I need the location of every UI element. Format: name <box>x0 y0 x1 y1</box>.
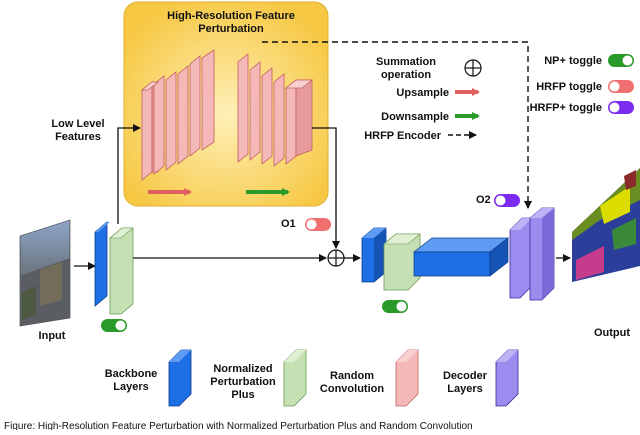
legend-npp-line3: Plus <box>231 389 254 401</box>
legend-npp-line1: Normalized <box>213 363 272 375</box>
legend-random-swatch <box>395 349 419 407</box>
np-plus-toggle-1[interactable] <box>101 319 127 332</box>
npp-block-2 <box>383 233 421 291</box>
hrfp-title-line2: Perturbation <box>198 23 264 35</box>
toggle-legend: NP+ toggle HRFP toggle HRFP+ toggle <box>530 54 634 114</box>
low-level-label-line1: Low Level <box>51 118 104 130</box>
legend-random-line1: Random <box>330 370 374 382</box>
legend-hrfp-label: HRFP toggle <box>536 81 602 93</box>
legend-downsample-label: Downsample <box>381 111 449 123</box>
legend-decoder-line2: Layers <box>447 383 482 395</box>
arrow-to-hrfp <box>117 124 141 224</box>
o1-label: O1 <box>281 218 296 230</box>
legend-npp-line2: Perturbation <box>210 376 276 388</box>
output-label: Output <box>594 327 630 339</box>
hrfp-encoder-dashed-path <box>262 41 532 209</box>
legend-summation-icon <box>464 59 482 77</box>
o2-label: O2 <box>476 194 491 206</box>
input-image <box>19 219 71 327</box>
backbone-block-2 <box>361 227 387 283</box>
legend-backbone-line1: Backbone <box>105 368 158 380</box>
legend-hrfp-plus-toggle[interactable] <box>608 101 634 114</box>
output-segmentation <box>572 168 640 282</box>
legend-random-line2: Convolution <box>320 383 384 395</box>
legend-summation-line1: Summation <box>376 56 436 68</box>
arrow-hrfp-to-sum <box>312 127 340 249</box>
random-conv-stack-right <box>237 53 314 167</box>
block-legend: Backbone Layers Normalized Perturbation … <box>105 349 519 407</box>
decoder-block <box>509 207 555 301</box>
legend-summation-line2: operation <box>381 69 431 81</box>
legend-np-plus-label: NP+ toggle <box>544 55 602 67</box>
legend-decoder-line1: Decoder <box>443 370 488 382</box>
legend-backbone-line2: Layers <box>113 381 148 393</box>
figure-caption: Figure: High-Resolution Feature Perturba… <box>4 421 473 430</box>
random-conv-stack-left <box>140 49 215 181</box>
legend-npp-swatch <box>283 349 307 407</box>
low-level-label-line2: Features <box>55 131 101 143</box>
legend-hrfp-toggle[interactable] <box>608 80 634 93</box>
legend-np-plus-toggle[interactable] <box>608 54 634 67</box>
legend-upsample-label: Upsample <box>396 87 449 99</box>
summation-node <box>327 249 345 267</box>
input-label: Input <box>39 330 66 342</box>
backbone-bar-long <box>412 237 510 277</box>
hrfp-plus-toggle-o2[interactable] <box>494 194 520 207</box>
ops-legend: Summation operation Upsample Downsample … <box>364 56 482 142</box>
legend-decoder-swatch <box>495 349 519 407</box>
hrfp-box: High-Resolution Feature Perturbation <box>123 1 329 207</box>
hrfp-toggle-o1[interactable] <box>305 218 331 231</box>
np-plus-toggle-2[interactable] <box>382 300 408 313</box>
npp-block-1 <box>109 227 134 315</box>
legend-backbone-swatch <box>168 349 192 407</box>
legend-hrfp-encoder-label: HRFP Encoder <box>364 130 442 142</box>
backbone-block-1 <box>94 221 110 307</box>
legend-hrfp-plus-label: HRFP+ toggle <box>530 102 602 114</box>
hrfp-title-line1: High-Resolution Feature <box>167 10 295 22</box>
